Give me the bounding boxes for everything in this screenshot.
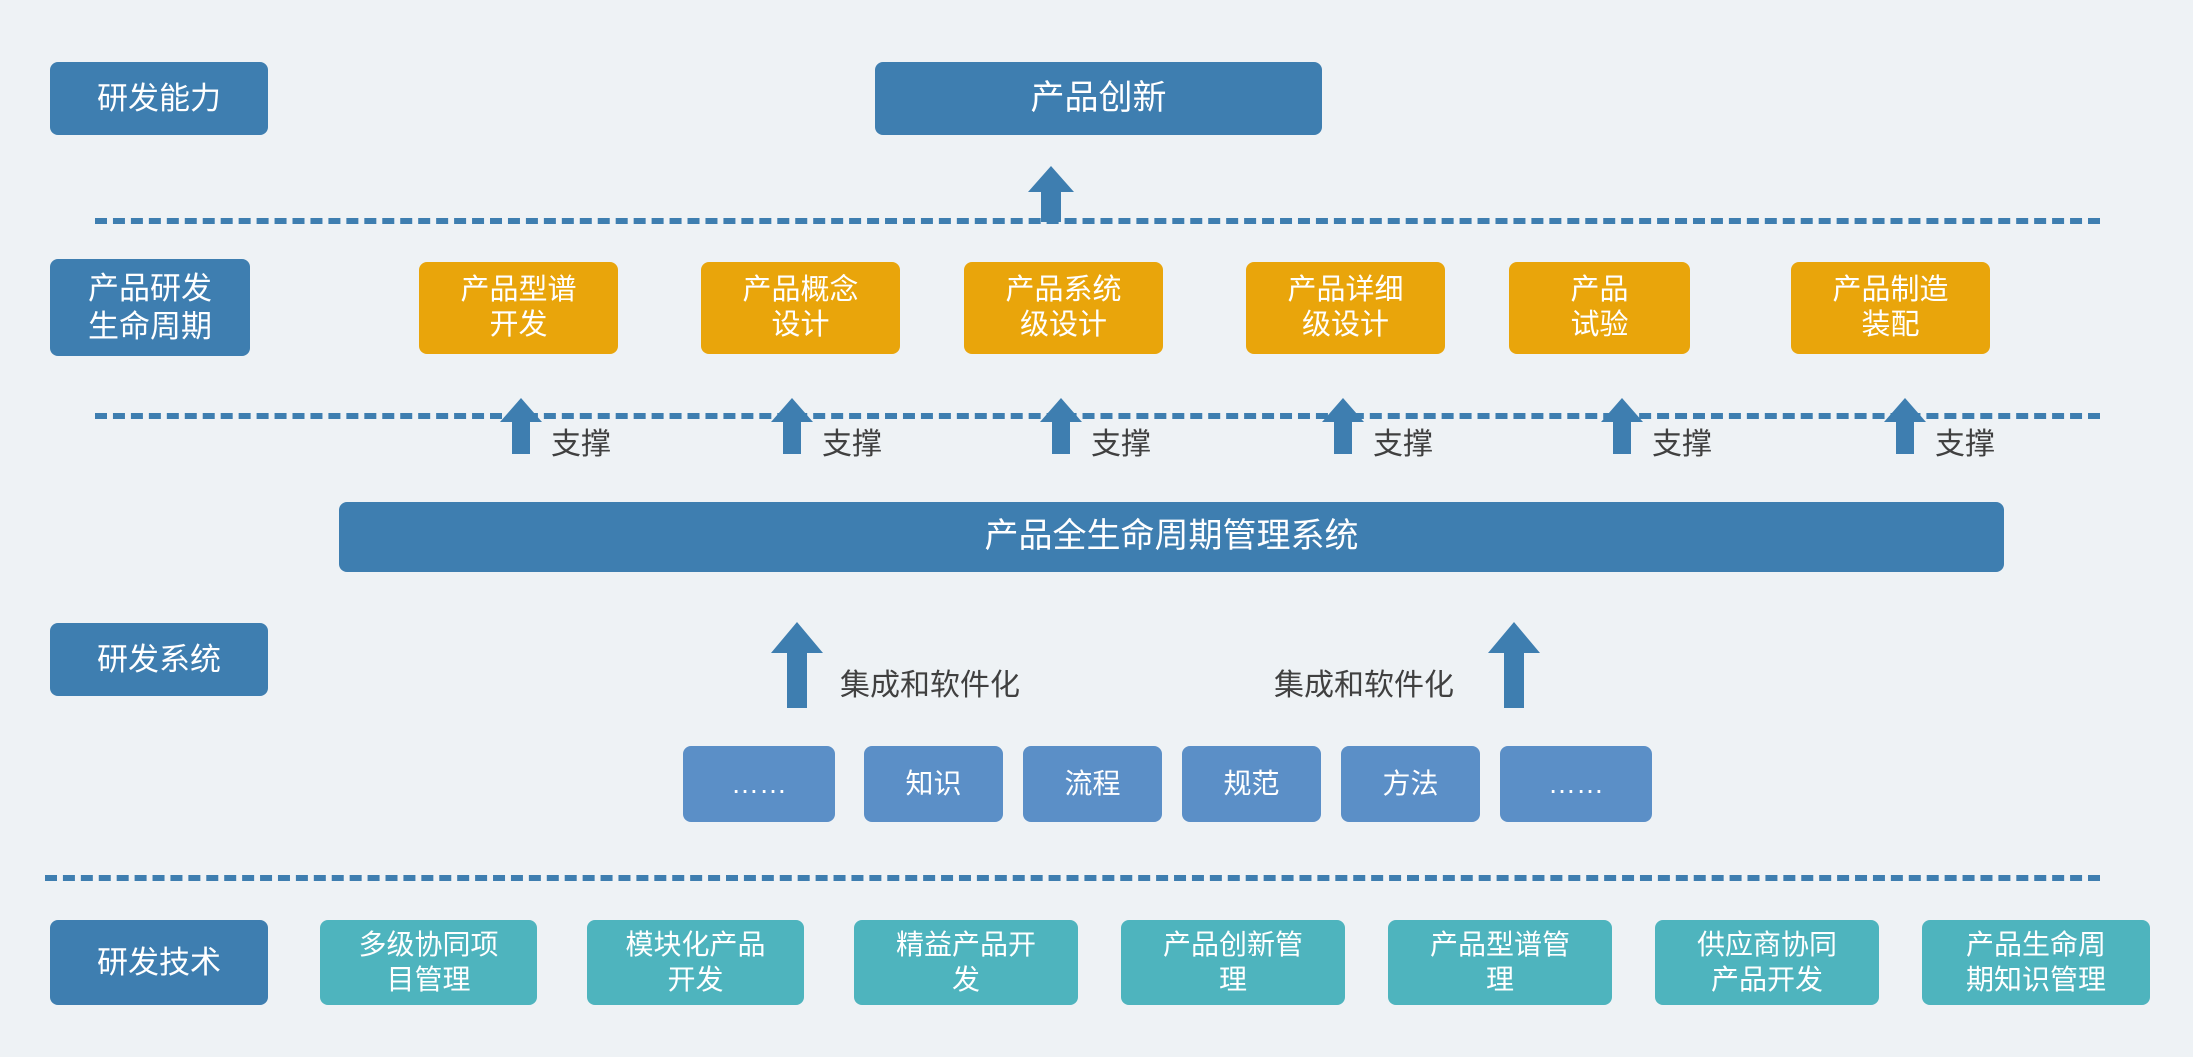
support-label-5: 支撑: [1652, 428, 1712, 461]
integration-arrow-right: [1488, 622, 1540, 708]
support-label-4: 支撑: [1373, 428, 1433, 461]
row-label-technology: 研发技术: [50, 920, 268, 1005]
row-label-capability: 研发能力: [50, 62, 268, 135]
row-label-lifecycle: 产品研发 生命周期: [50, 259, 250, 356]
support-arrow-4: [1322, 398, 1364, 454]
lifecycle-stage-6: 产品制造 装配: [1791, 262, 1990, 354]
technology-6: 供应商协同 产品开发: [1655, 920, 1879, 1005]
integration-label-right: 集成和软件化: [1274, 669, 1454, 702]
divider-dashed-middle: [95, 413, 2100, 419]
technology-2: 模块化产品 开发: [587, 920, 804, 1005]
resource-chip-3: 流程: [1023, 746, 1162, 822]
row-label-system: 研发系统: [50, 623, 268, 696]
support-arrow-2: [771, 398, 813, 454]
support-label-6: 支撑: [1935, 428, 1995, 461]
lifecycle-stage-2: 产品概念 设计: [701, 262, 900, 354]
support-arrow-5: [1601, 398, 1643, 454]
technology-3: 精益产品开 发: [854, 920, 1078, 1005]
divider-dashed-bottom: [45, 875, 2100, 881]
integration-arrow-left: [771, 622, 823, 708]
resource-chip-1: ……: [683, 746, 835, 822]
support-label-2: 支撑: [822, 428, 882, 461]
technology-7: 产品生命周 期知识管理: [1922, 920, 2150, 1005]
support-arrow-6: [1884, 398, 1926, 454]
integration-label-left: 集成和软件化: [840, 669, 1020, 702]
technology-5: 产品型谱管 理: [1388, 920, 1612, 1005]
resource-chip-6: ……: [1500, 746, 1652, 822]
resource-chip-2: 知识: [864, 746, 1003, 822]
support-arrow-1: [500, 398, 542, 454]
lifecycle-stage-5: 产品 试验: [1509, 262, 1690, 354]
lifecycle-stage-3: 产品系统 级设计: [964, 262, 1163, 354]
support-arrow-3: [1040, 398, 1082, 454]
technology-1: 多级协同项 目管理: [320, 920, 537, 1005]
resource-chip-4: 规范: [1182, 746, 1321, 822]
lifecycle-stage-4: 产品详细 级设计: [1246, 262, 1445, 354]
lifecycle-stage-1: 产品型谱 开发: [419, 262, 618, 354]
arrow-up-to-product-innovation: [1028, 166, 1074, 222]
divider-dashed-top: [95, 218, 2100, 224]
node-product-innovation: 产品创新: [875, 62, 1322, 135]
technology-4: 产品创新管 理: [1121, 920, 1345, 1005]
resource-chip-5: 方法: [1341, 746, 1480, 822]
support-label-3: 支撑: [1091, 428, 1151, 461]
support-label-1: 支撑: [551, 428, 611, 461]
node-plm-system: 产品全生命周期管理系统: [339, 502, 2004, 572]
